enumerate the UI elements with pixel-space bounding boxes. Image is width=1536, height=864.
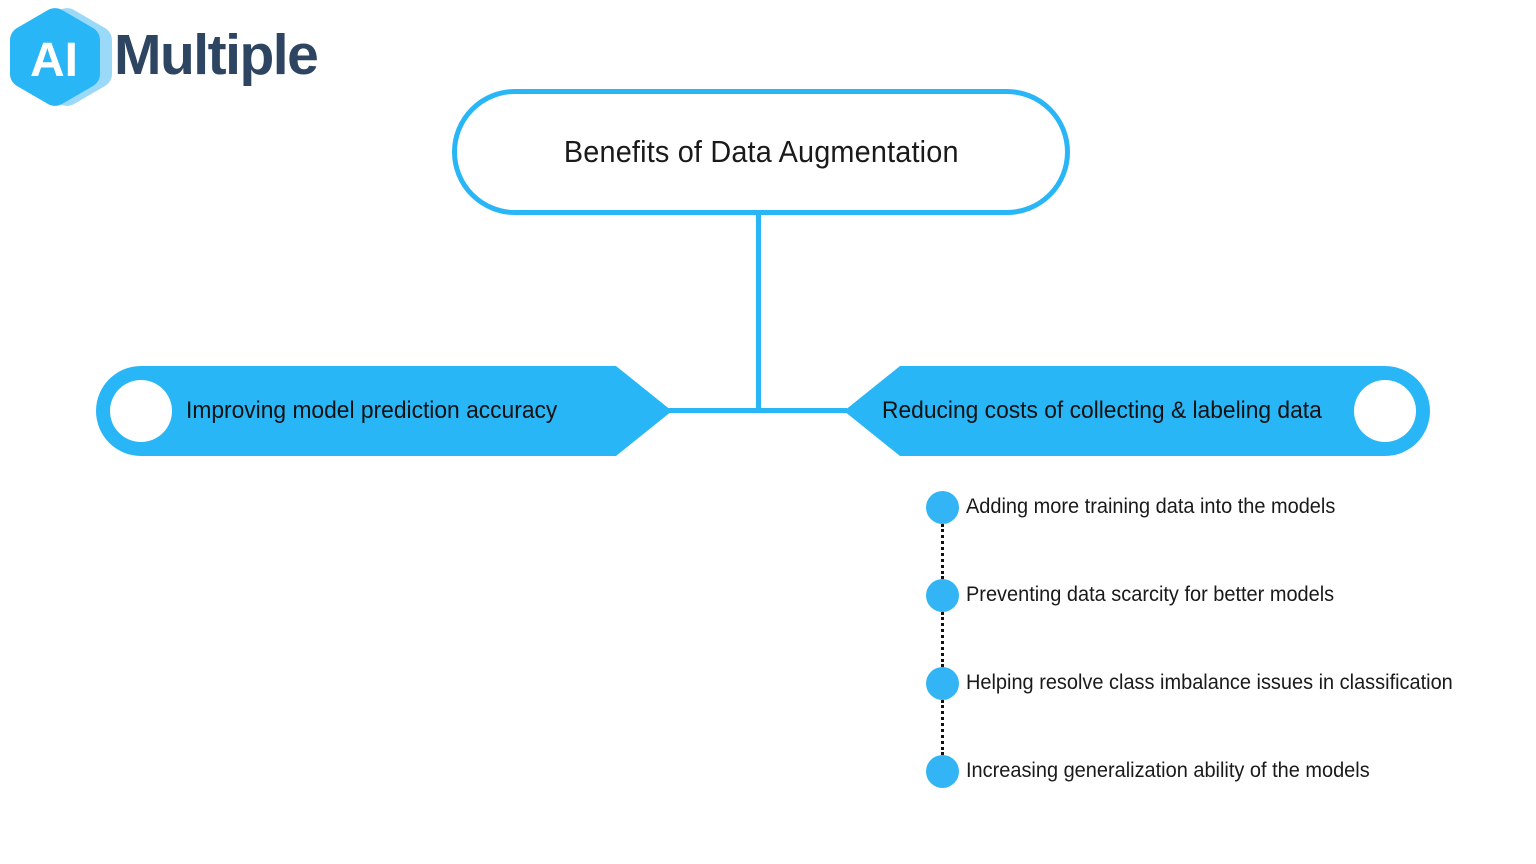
bullet-dot-icon [926,491,959,524]
connector-horizontal-left [668,408,760,413]
branch-label-right: Reducing costs of collecting & labeling … [882,397,1322,424]
branch-shape-right [844,366,1430,456]
bullet-dot-icon [926,755,959,788]
aimultiple-logo: AI Multiple [0,4,330,110]
bullet-label: Preventing data scarcity for better mode… [966,583,1335,606]
list-item[interactable]: Preventing data scarcity for better mode… [926,577,1506,667]
logo-wordmark: Multiple [114,23,319,87]
bullet-dot-icon [926,579,959,612]
branch-bullet-circle-left [110,380,172,442]
list-item[interactable]: Adding more training data into the model… [926,489,1506,579]
branch-bullet-circle-right [1354,380,1416,442]
list-item[interactable]: Increasing generalization ability of the… [926,753,1506,793]
page-title: Benefits of Data Augmentation [563,134,959,169]
connector-vertical [756,213,761,411]
logo-mark-text: AI [30,34,78,87]
bullet-dot-icon [926,667,959,700]
list-item[interactable]: Helping resolve class imbalance issues i… [926,665,1506,755]
bullet-label: Increasing generalization ability of the… [966,759,1370,782]
bullet-connector-dotted [941,612,944,667]
branch-banner-right[interactable]: Reducing costs of collecting & labeling … [844,366,1430,456]
connector-horizontal-right [757,408,847,413]
branch-shape-left [96,366,672,456]
bullet-connector-dotted [941,524,944,579]
bullet-label: Helping resolve class imbalance issues i… [966,671,1453,694]
branch-label-left: Improving model prediction accuracy [186,397,558,424]
bullet-label: Adding more training data into the model… [966,495,1336,518]
diagram-title-box: Benefits of Data Augmentation [452,89,1070,215]
branch-banner-left[interactable]: Improving model prediction accuracy [96,366,672,456]
benefit-bullet-list: Adding more training data into the model… [926,489,1506,793]
bullet-connector-dotted [941,700,944,755]
hexagon-logo-icon: AI [0,4,112,110]
